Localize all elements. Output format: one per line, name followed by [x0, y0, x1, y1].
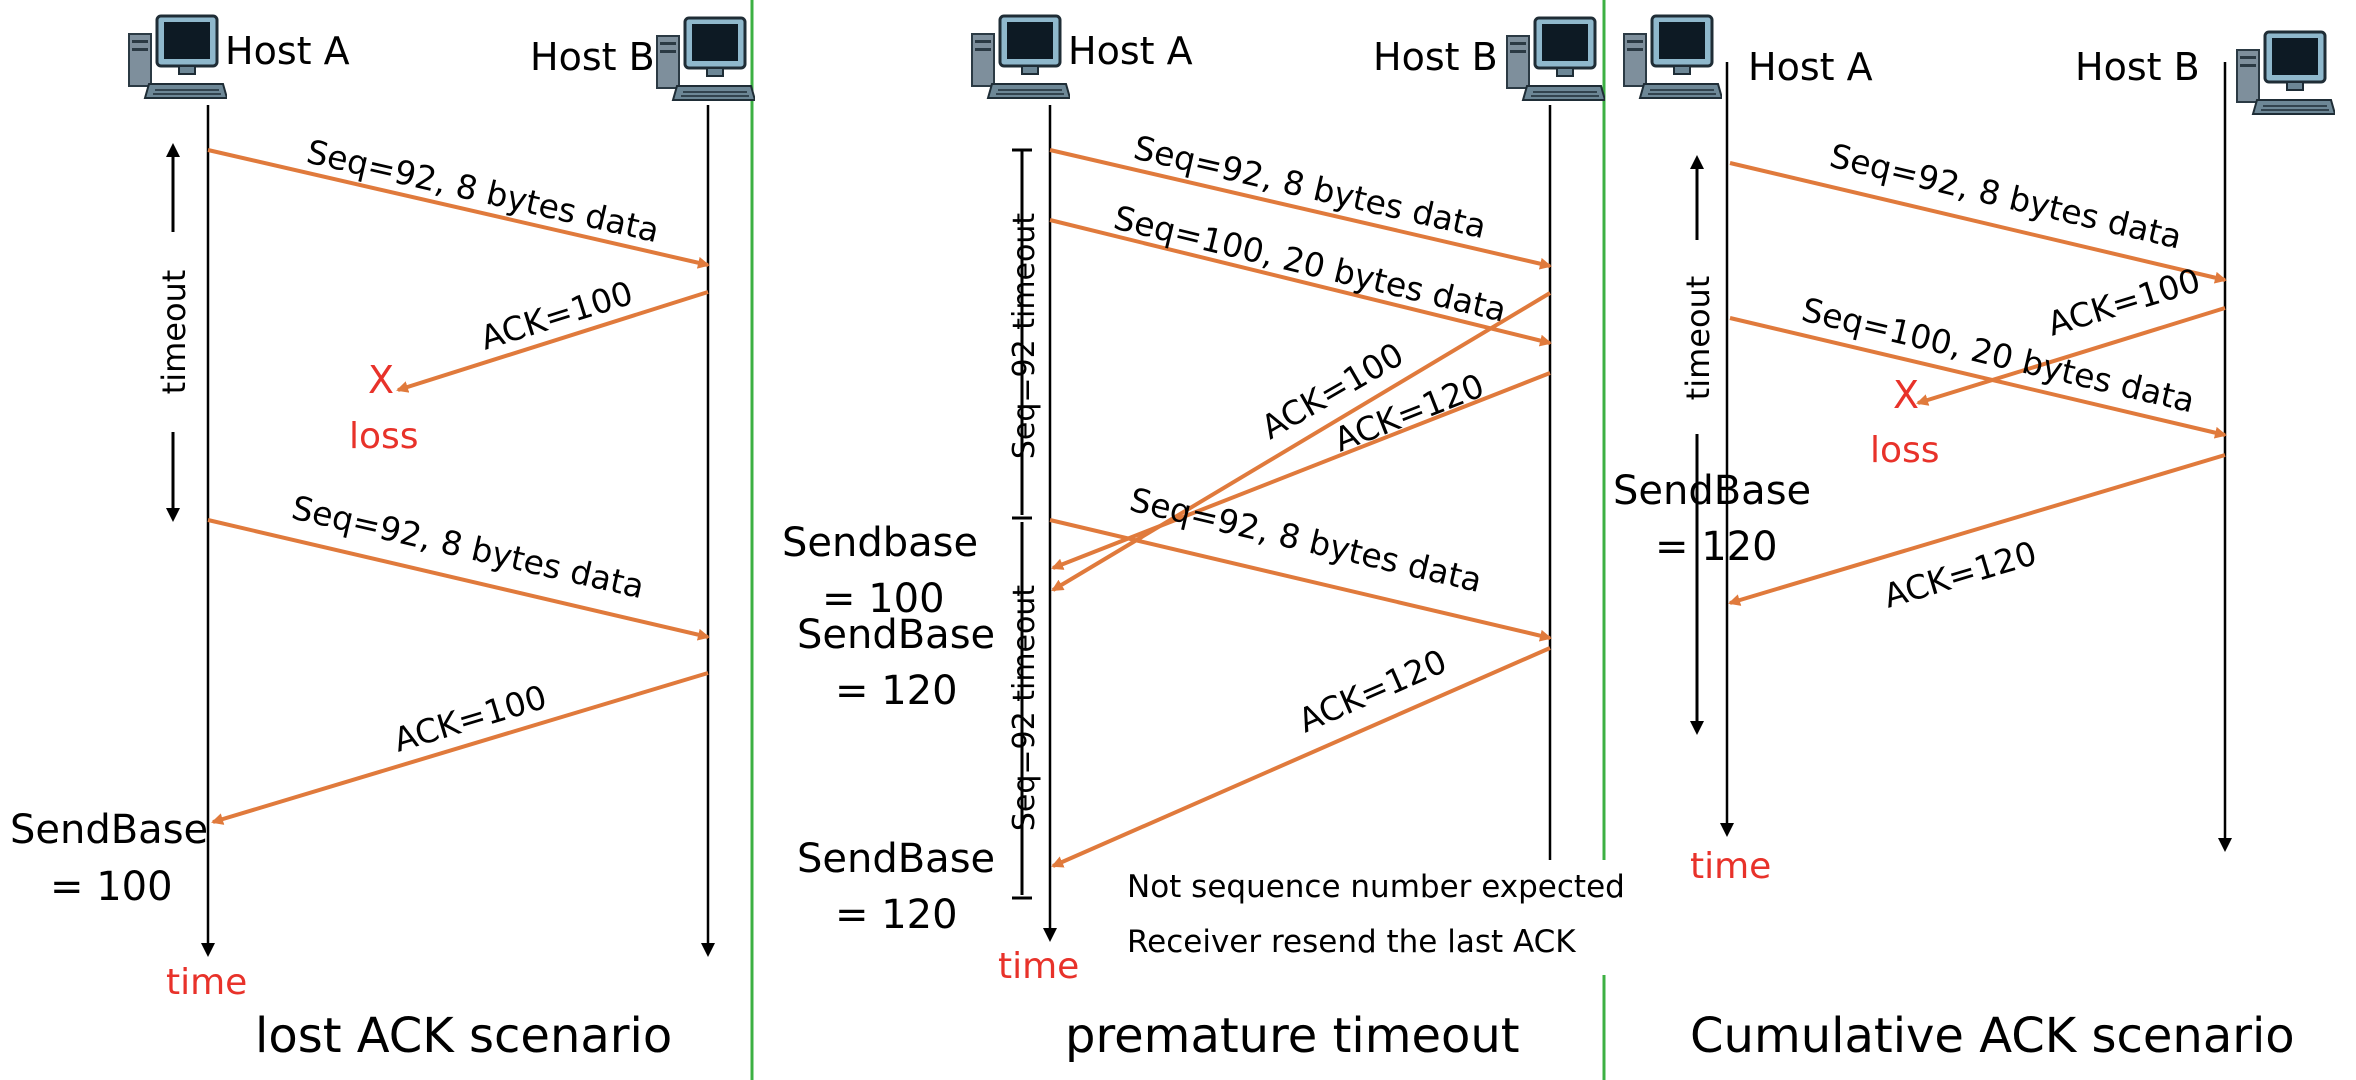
sendbase-value: = 120 — [835, 668, 958, 714]
time-label: time — [166, 962, 247, 1003]
message-arrow — [396, 290, 709, 393]
computer-icon — [127, 14, 227, 100]
message-arrow — [1049, 218, 1552, 347]
panel-lost-ack: Host A Host B Seq=92, 8 bytes data ACK=1… — [10, 14, 755, 1064]
message-arrow — [1728, 453, 2226, 606]
host-a-label: Host A — [1068, 29, 1193, 73]
loss-mark: X — [368, 358, 394, 402]
panel-caption: premature timeout — [1065, 1008, 1520, 1064]
sendbase-label: SendBase — [1613, 468, 1811, 514]
sendbase-value: = 120 — [1655, 524, 1778, 570]
note-line: Receiver resend the last ACK — [1127, 924, 1576, 960]
panel-caption: Cumulative ACK scenario — [1690, 1008, 2295, 1064]
sendbase-label: SendBase — [10, 807, 208, 853]
host-b-label: Host B — [530, 35, 655, 79]
sendbase-label: SendBase — [797, 612, 995, 658]
message-label: Seq=92, 8 bytes data — [1826, 136, 2185, 257]
computer-icon — [1622, 14, 1722, 100]
sendbase-label: Sendbase — [782, 520, 978, 566]
timeout-label: timeout — [1679, 276, 1717, 401]
time-label: time — [1690, 846, 1771, 887]
message-arrow — [207, 148, 710, 269]
timer-label: Seq=92 timeout — [1007, 585, 1042, 832]
sendbase-value: = 100 — [50, 864, 173, 910]
host-b-label: Host B — [2075, 45, 2200, 89]
message-arrow — [207, 518, 710, 641]
sendbase-value: = 100 — [822, 576, 945, 622]
message-label: Seq=92, 8 bytes data — [303, 132, 663, 250]
message-arrow — [1051, 646, 1551, 868]
message-label: ACK=100 — [389, 677, 551, 760]
panel-premature-timeout: Host A Host B Seq=92, 8 bytes data Seq=1… — [782, 14, 1625, 1064]
computer-icon — [1505, 16, 1605, 102]
computer-icon — [655, 16, 755, 102]
message-label: Seq=92, 8 bytes data — [288, 488, 648, 606]
panel-cumulative-ack: Host A Host B Seq=92, 8 bytes data ACK=1… — [1613, 14, 2335, 1064]
message-label: ACK=100 — [2043, 260, 2205, 343]
host-a-label: Host A — [1748, 45, 1873, 89]
note-line: Not sequence number expected — [1127, 869, 1625, 905]
message-arrow — [1049, 518, 1552, 642]
computer-icon — [970, 14, 1070, 100]
sendbase-value: = 120 — [835, 892, 958, 938]
host-a-label: Host A — [225, 29, 350, 73]
message-arrow — [1049, 148, 1552, 270]
loss-label: loss — [1870, 430, 1940, 471]
computer-icon — [2235, 30, 2335, 116]
time-label: time — [998, 946, 1079, 987]
loss-label: loss — [349, 416, 419, 457]
timeout-label: timeout — [155, 270, 193, 395]
host-b-label: Host B — [1373, 35, 1498, 79]
message-arrow — [1729, 316, 2227, 439]
message-label: ACK=100 — [476, 273, 638, 358]
timer-label: Seq=92 timeout — [1007, 213, 1042, 460]
message-arrow — [211, 671, 709, 825]
message-arrow — [1916, 306, 2226, 406]
message-arrow — [1729, 161, 2227, 284]
message-label: ACK=120 — [1879, 533, 2041, 615]
loss-mark: X — [1893, 373, 1919, 417]
sendbase-label: SendBase — [797, 836, 995, 882]
panel-caption: lost ACK scenario — [255, 1008, 672, 1064]
message-arrow — [1051, 371, 1551, 570]
